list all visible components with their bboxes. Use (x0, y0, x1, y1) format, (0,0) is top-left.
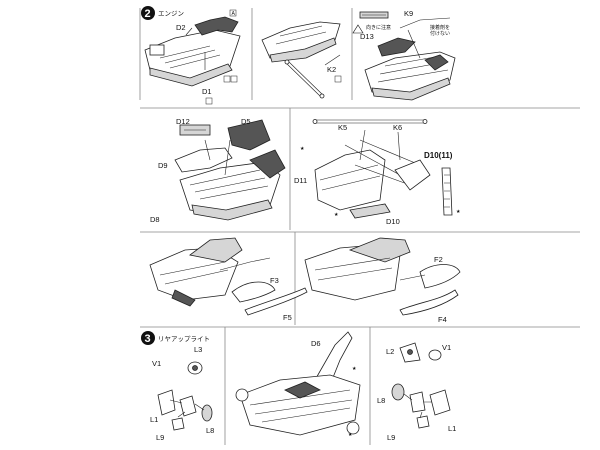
part-label-f3: F3 (270, 276, 279, 285)
part-label-k2: K2 (327, 65, 336, 74)
part-label-v1: V1 (152, 359, 161, 368)
part-label-f4: F4 (438, 315, 447, 324)
svg-text:★: ★ (456, 209, 461, 215)
step-3-title: リヤアップライト (158, 335, 210, 343)
panel-exhaust-right: F2 F4 (304, 237, 461, 324)
panel-upright-right: L2 V1 L8 L9 L1 (377, 342, 456, 442)
step-3-badge (141, 331, 155, 345)
part-label-d11: D11 (294, 176, 307, 185)
part-label-k6: K6 (393, 123, 402, 132)
caution-left-text: 向きに注意 (366, 24, 391, 31)
part-label-l2: L2 (386, 347, 394, 356)
svg-text:★: ★ (352, 366, 357, 372)
panel-k2-frame: K2 (261, 21, 342, 99)
part-label-d13: D13 (360, 32, 374, 41)
panel-exhaust-left: F3 F5 (149, 237, 308, 322)
part-label-k9: K9 (404, 9, 413, 18)
part-label-d12: D12 (176, 117, 190, 126)
part-label-l1: L1 (150, 415, 158, 424)
part-label-d1: D1 (202, 87, 212, 96)
part-label-k5: K5 (338, 123, 347, 132)
part-label-d5: D5 (241, 117, 251, 126)
panel-rear-assembly: D6 ★ ★ (235, 331, 361, 438)
svg-text:★: ★ (300, 146, 305, 152)
svg-text:★: ★ (334, 212, 339, 218)
step-3-number: 3 (145, 333, 151, 345)
part-label-d2: D2 (176, 23, 186, 32)
part-label-d8: D8 (150, 215, 160, 224)
svg-text:★: ★ (348, 432, 353, 438)
step-2-number: 2 (145, 8, 151, 20)
group-label-d10-11: D10(11) (424, 151, 453, 160)
caution-text-1: 接着剤を (430, 24, 450, 31)
panel-d13-k9: K9 D13 向きに注意 接着剤を 付けない (352, 9, 456, 101)
step-2-badge (141, 6, 155, 20)
part-label-l8-right: L8 (377, 396, 385, 405)
part-label-l1-right: L1 (448, 424, 456, 433)
part-label-d9: D9 (158, 161, 168, 170)
part-label-l3: L3 (194, 345, 202, 354)
part-label-l9: L9 (156, 433, 164, 442)
part-label-l9-right: L9 (387, 433, 395, 442)
step-3-header: 3 リヤアップライト (141, 331, 210, 345)
panel-dividers (139, 8, 580, 445)
svg-text:A: A (232, 11, 236, 17)
caution-text-2: 付けない (430, 30, 450, 37)
part-label-f2: F2 (434, 255, 443, 264)
panel-upright-left: V1 L3 L1 L9 L8 (150, 345, 214, 442)
part-label-v1-right: V1 (442, 343, 451, 352)
part-label-d10: D10 (386, 217, 400, 226)
panel-engine-base: D2 D1 A (144, 9, 241, 105)
panel-frame-assembly: K5 K6 D11 D10 D10(11) ★ ★ ★ (294, 119, 461, 226)
step-2-header: 2 エンジン (141, 6, 184, 20)
part-label-f5: F5 (283, 313, 292, 322)
panel-intake-assembly: D12 D5 D9 D8 (150, 117, 286, 224)
part-label-d6: D6 (311, 339, 321, 348)
part-label-l8: L8 (206, 426, 214, 435)
step-2-title: エンジン (158, 10, 184, 18)
